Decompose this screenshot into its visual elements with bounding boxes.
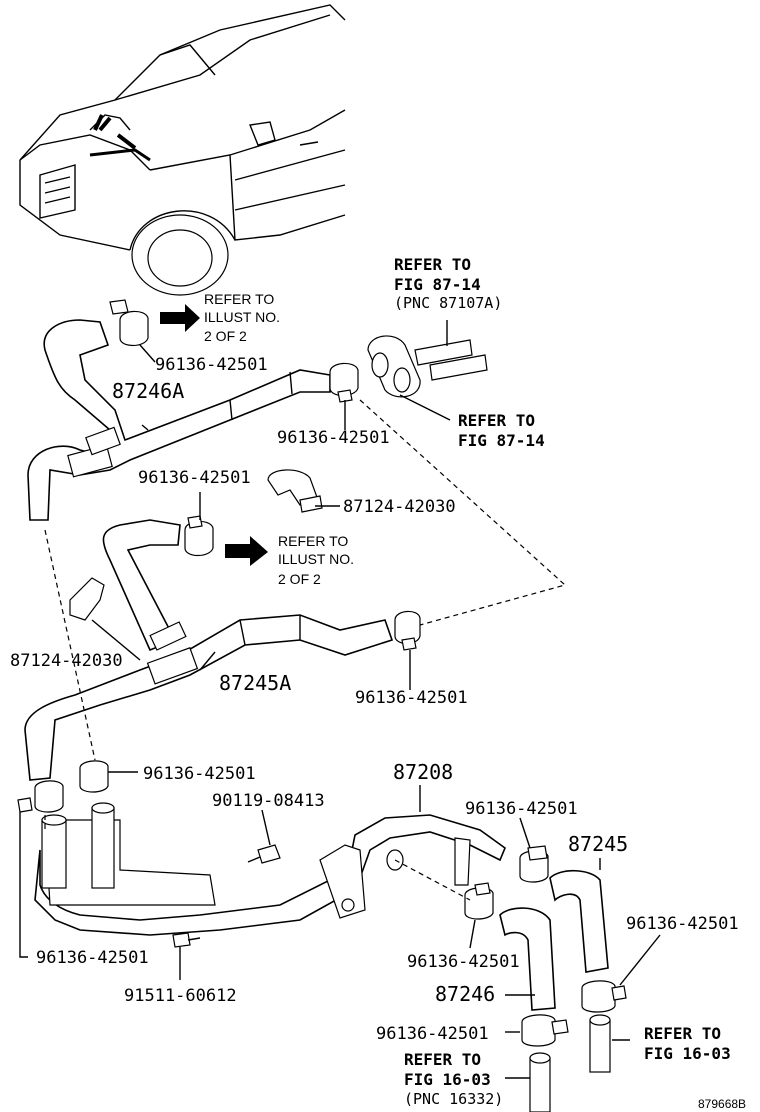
ref-fig16-03-bottom-line2: FIG 16-03 <box>404 1070 491 1089</box>
clamp-drawings <box>17 299 627 1047</box>
ref-illust-mid-line3: 2 OF 2 <box>278 571 321 587</box>
ref-fig87-14-top-line1: REFER TO <box>394 255 471 274</box>
clamp-label-c3: 96136-42501 <box>138 468 251 488</box>
clamp-label-c5: 96136-42501 <box>143 764 256 784</box>
vehicle-illustration <box>19 4 346 296</box>
screw-label: 91511-60612 <box>124 986 237 1006</box>
hose-87246-drawing <box>499 907 556 1011</box>
part-label-87246a: 87246A <box>112 379 184 403</box>
clip-label-left: 87124-42030 <box>10 651 123 671</box>
leader-lines <box>19 344 661 1079</box>
arrow-icons <box>160 304 268 566</box>
arrow-right-icon <box>160 304 200 332</box>
ref-fig87-14-right-line1: REFER TO <box>458 411 535 430</box>
arrow-right-icon <box>225 536 268 566</box>
clamp-label-c6: 96136-42501 <box>465 799 578 819</box>
bolt-label: 90119-08413 <box>212 791 325 811</box>
ref-fig16-03-bottom-line1: REFER TO <box>404 1050 481 1069</box>
part-label-87245: 87245 <box>568 832 628 856</box>
ref-illust-top-line1: REFER TO <box>204 291 274 307</box>
clamp-label-c1: 96136-42501 <box>155 355 268 375</box>
hose-87245a-drawing <box>24 519 394 781</box>
part-label-87246: 87246 <box>435 982 495 1006</box>
hose-87245-drawing <box>549 869 609 973</box>
ref-illust-top-line3: 2 OF 2 <box>204 328 247 344</box>
clamp-label-c2: 96136-42501 <box>277 428 390 448</box>
ref-fig16-03-right-line2: FIG 16-03 <box>644 1044 731 1063</box>
clamp-label-c4: 96136-42501 <box>355 688 468 708</box>
clamp-label-c9: 96136-42501 <box>407 952 520 972</box>
ref-illust-mid-line2: ILLUST NO. <box>278 551 354 567</box>
dashed-guides <box>44 399 567 901</box>
clamp-label-c7: 96136-42501 <box>626 914 739 934</box>
heater-fitting-drawing <box>367 320 488 398</box>
clip-left-drawing <box>69 577 105 621</box>
diagram-id: 879668B <box>698 1097 746 1111</box>
part-label-87245a: 87245A <box>219 671 291 695</box>
ref-illust-mid-line1: REFER TO <box>278 533 348 549</box>
fastener-drawings <box>172 844 281 948</box>
ref-fig87-14-top-line2: FIG 87-14 <box>394 275 481 294</box>
part-label-87208: 87208 <box>393 760 453 784</box>
ref-fig87-14-right-line2: FIG 87-14 <box>458 431 545 450</box>
clamp-label-c8: 96136-42501 <box>36 948 149 968</box>
labels: REFER TO ILLUST NO. 2 OF 2 REFER TO FIG … <box>10 255 746 1111</box>
ref-illust-top-line2: ILLUST NO. <box>204 309 280 325</box>
ref-fig16-03-bottom-line3: (PNC 16332) <box>404 1090 503 1108</box>
pipe-87208-drawing <box>34 802 506 936</box>
clip-upper-drawing <box>267 469 323 513</box>
clip-label-upper: 87124-42030 <box>343 497 456 517</box>
clamp-label-c10: 96136-42501 <box>376 1024 489 1044</box>
ref-fig16-03-right-line1: REFER TO <box>644 1024 721 1043</box>
pipe-stubs-drawing <box>529 1014 611 1112</box>
ref-fig87-14-top-line3: (PNC 87107A) <box>394 294 502 312</box>
